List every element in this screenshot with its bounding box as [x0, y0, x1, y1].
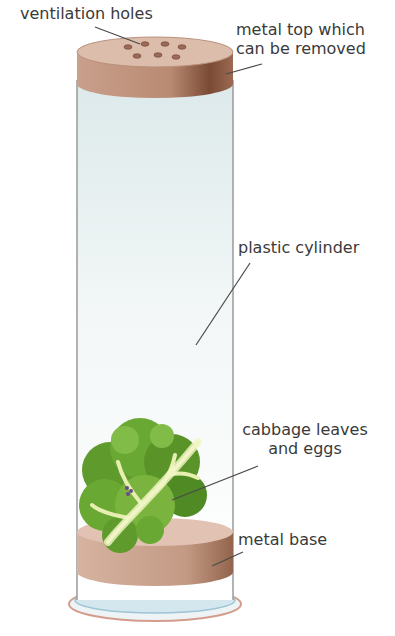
lid-top [77, 37, 233, 67]
tube-edge [76, 80, 78, 600]
part-label: metal top which can be removed [236, 20, 386, 58]
leader-lines [95, 27, 262, 566]
part-label: cabbage leaves and eggs [240, 420, 370, 458]
ventilation-holes [124, 42, 186, 59]
plastic-tube [77, 80, 233, 600]
cabbage [79, 418, 207, 553]
part-label: plastic cylinder [238, 238, 388, 257]
tube-edge [232, 80, 234, 600]
part-label: ventilation holes [20, 4, 180, 23]
part-label: metal base [238, 530, 368, 549]
